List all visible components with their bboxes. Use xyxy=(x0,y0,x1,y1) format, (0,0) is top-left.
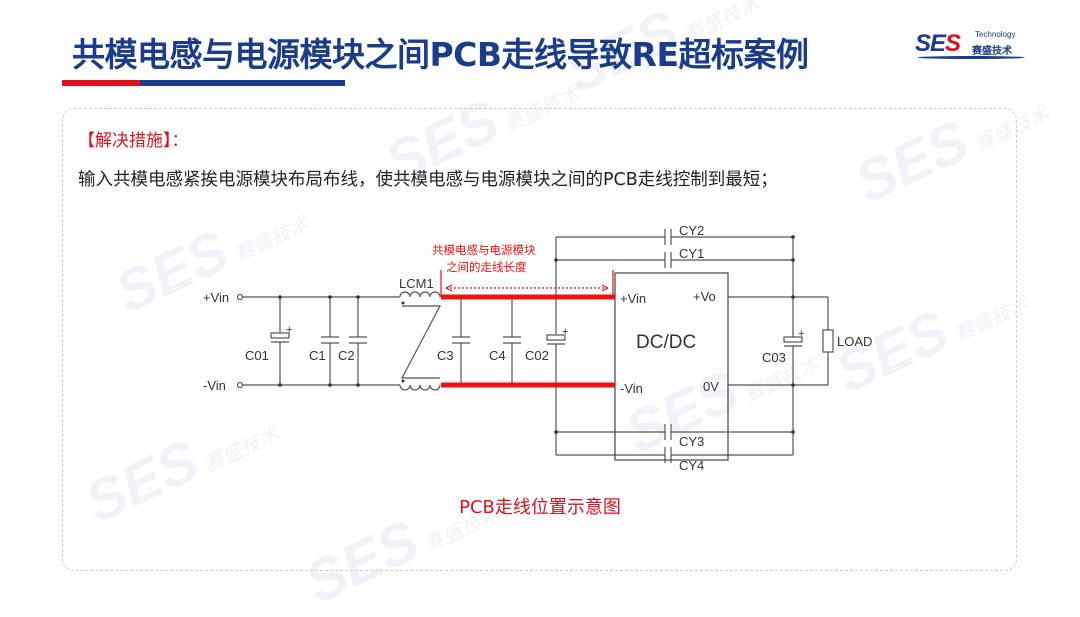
title-underline-blue xyxy=(140,80,345,86)
logo-ses: SES xyxy=(915,30,961,57)
logo-swoosh xyxy=(917,56,1025,59)
label-cy1: CY1 xyxy=(679,246,704,261)
label-vin-pos: +Vin xyxy=(203,290,229,305)
logo-tech: Technology xyxy=(975,30,1016,39)
logo-cn: 赛盛技术 xyxy=(972,46,1012,57)
measures-heading: 【解决措施】： xyxy=(78,131,189,151)
svg-text:+: + xyxy=(286,324,292,336)
label-vin-neg: -Vin xyxy=(203,378,226,393)
measures-text: 输入共模电感紧挨电源模块布局布线，使共模电感与电源模块之间的PCB走线控制到最短… xyxy=(78,170,778,190)
module-pin-vin-pos: +Vin xyxy=(620,291,646,306)
label-c02: C02 xyxy=(525,348,549,363)
ses-logo: SES Technology 赛盛技术 xyxy=(915,28,1027,62)
module-pin-vin-neg: -Vin xyxy=(620,381,643,396)
title-underline-red xyxy=(62,80,140,86)
label-lcm1: LCM1 xyxy=(399,276,434,291)
annotation-line2: 之间的走线长度 xyxy=(446,260,527,274)
page-title: 共模电感与电源模块之间PCB走线导致RE超标案例 xyxy=(72,35,809,74)
label-c1: C1 xyxy=(309,348,326,363)
content-card xyxy=(62,108,1017,571)
label-c3: C3 xyxy=(437,348,454,363)
annotation-line1: 共模电感与电源模块 xyxy=(432,243,536,257)
module-pin-0v: 0V xyxy=(703,379,719,394)
label-load: LOAD xyxy=(837,334,872,349)
module-pin-vo: +Vo xyxy=(693,289,716,304)
svg-text:+: + xyxy=(798,328,804,340)
svg-text:+: + xyxy=(562,326,568,338)
module-name: DC/DC xyxy=(636,332,696,353)
figure-caption: PCB走线位置示意图 xyxy=(459,497,621,518)
label-cy2: CY2 xyxy=(679,223,704,238)
label-cy3: CY3 xyxy=(679,434,704,449)
label-cy4: CY4 xyxy=(679,458,704,473)
label-c4: C4 xyxy=(489,348,506,363)
label-c2: C2 xyxy=(338,348,355,363)
label-c03: C03 xyxy=(762,350,786,365)
label-c01: C01 xyxy=(245,348,269,363)
